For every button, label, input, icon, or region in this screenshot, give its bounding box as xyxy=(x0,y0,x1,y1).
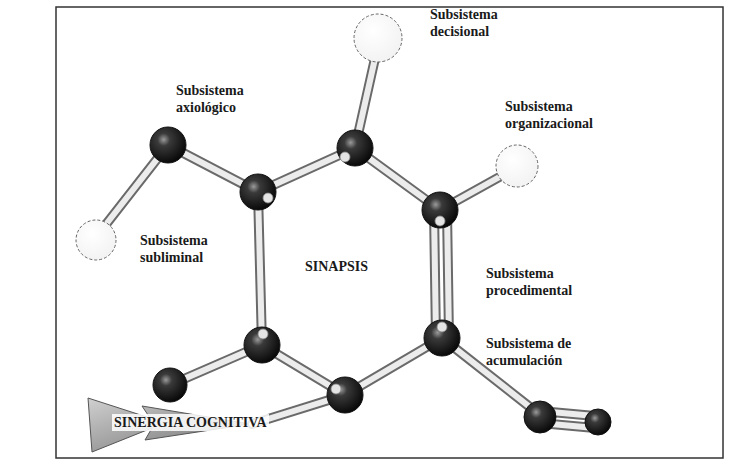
synergy-label: SINERGIA COGNITIVA xyxy=(112,414,269,431)
subsystem-label: Subsistema subliminal xyxy=(140,232,240,266)
white-atoms xyxy=(76,14,538,260)
subsystem-label: Subsistema axiológico xyxy=(176,82,276,116)
bond-caps xyxy=(258,152,447,394)
subsystem-label: Subsistema decisional xyxy=(430,6,530,40)
dark-atoms xyxy=(150,127,611,435)
frame-border xyxy=(56,7,723,458)
center-label: SINAPSIS xyxy=(305,258,368,275)
subsystem-label: Subsistema organizacional xyxy=(505,98,625,132)
subsystem-label: Subsistema procedimental xyxy=(486,265,606,299)
subsystem-label: Subsistema de acumulación xyxy=(486,335,598,369)
